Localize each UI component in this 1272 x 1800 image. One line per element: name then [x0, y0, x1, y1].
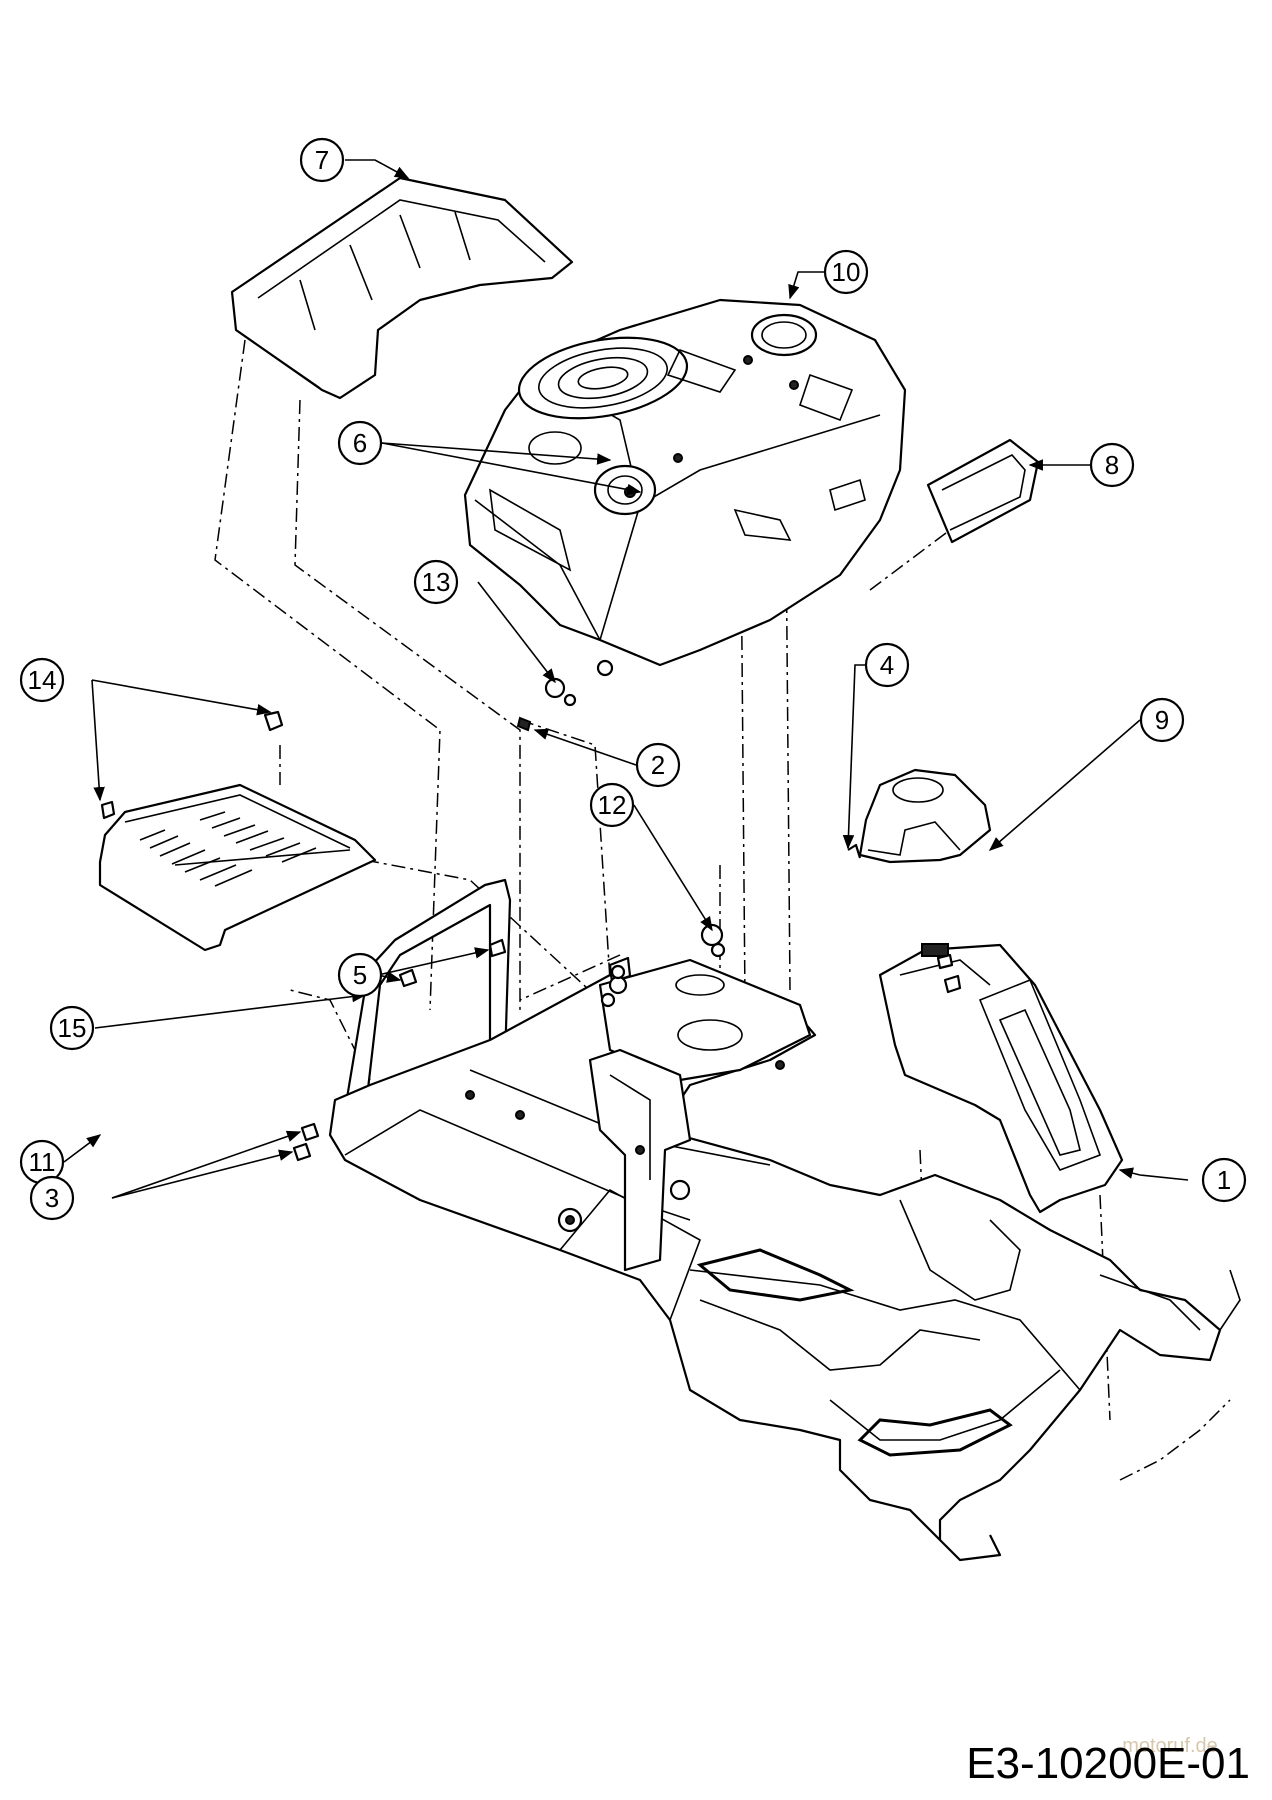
- side-pocket-cover: [926, 438, 1040, 544]
- callout-8: 8: [1089, 442, 1135, 488]
- callout-12: 12: [589, 782, 635, 828]
- rear-fender-cover: [230, 176, 574, 400]
- watermark-text: motoruf.de: [1122, 1735, 1218, 1757]
- svg-text:7: 7: [315, 145, 329, 175]
- callout-7: 7: [299, 137, 345, 183]
- callout-6: 6: [337, 420, 383, 466]
- callout-9: 9: [1139, 697, 1185, 743]
- callouts: 7 10 6 8 13 4 9 2: [19, 137, 1247, 1221]
- svg-text:14: 14: [28, 665, 57, 695]
- svg-text:3: 3: [45, 1183, 59, 1213]
- svg-text:9: 9: [1155, 705, 1169, 735]
- svg-text:10: 10: [832, 257, 861, 287]
- svg-text:15: 15: [58, 1013, 87, 1043]
- svg-text:1: 1: [1217, 1165, 1231, 1195]
- drawing-code: E3-10200E-01: [966, 1739, 1250, 1788]
- svg-text:4: 4: [880, 650, 894, 680]
- battery-cover-vents: [139, 811, 317, 887]
- callout-2: 2: [635, 742, 681, 788]
- steering-column-cover: [878, 943, 1124, 1214]
- callout-3: 3: [29, 1175, 75, 1221]
- fasteners: [100, 659, 962, 1162]
- svg-text:11: 11: [29, 1147, 56, 1177]
- battery-cover: [98, 783, 377, 952]
- callout-10: 10: [823, 249, 869, 295]
- svg-text:13: 13: [422, 567, 451, 597]
- svg-text:5: 5: [353, 960, 367, 990]
- callout-4: 4: [864, 642, 910, 688]
- main-body-shroud: [463, 298, 907, 667]
- svg-text:6: 6: [353, 428, 367, 458]
- svg-text:12: 12: [598, 790, 627, 820]
- callout-14: 14: [19, 657, 65, 703]
- callout-11: 11: [19, 1139, 65, 1185]
- svg-text:8: 8: [1105, 450, 1119, 480]
- nut-2: [516, 716, 532, 732]
- callout-1: 1: [1201, 1157, 1247, 1203]
- svg-text:2: 2: [651, 750, 665, 780]
- callout-leaders: [63, 159, 1189, 1199]
- callout-15: 15: [49, 1005, 95, 1051]
- main-frame: [328, 958, 1241, 1562]
- callout-5: 5: [337, 952, 383, 998]
- callout-13: 13: [413, 559, 459, 605]
- steering-column-top-cover: [858, 768, 992, 864]
